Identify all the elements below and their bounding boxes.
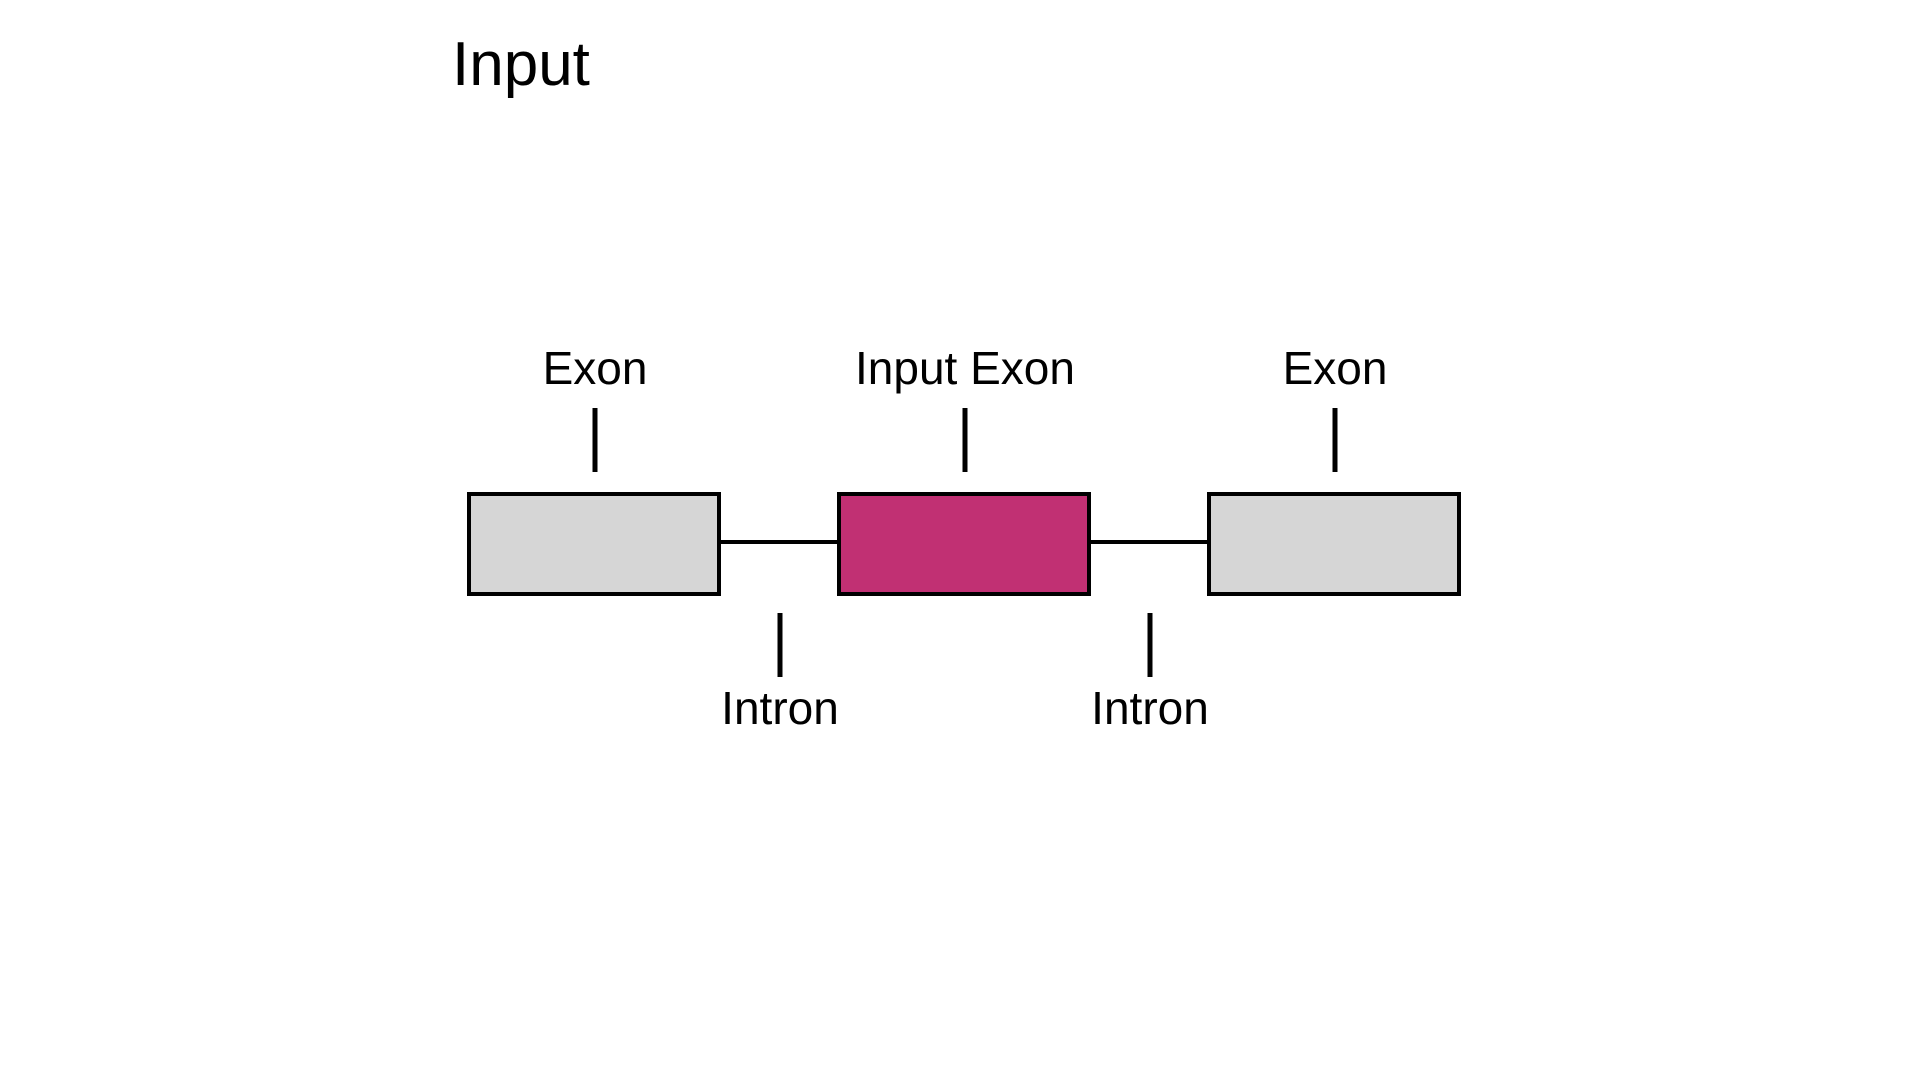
intron-tick-right [1147,613,1153,677]
intron-label-right: Intron [1091,682,1209,734]
intron-label-left: Intron [721,682,839,734]
intron-line-left [720,540,840,544]
input-exon-label: Input Exon [855,342,1075,394]
intron-tick-left [777,613,783,677]
input-exon-box [837,492,1091,596]
exon-label-right: Exon [1282,342,1388,394]
exon-label-left: Exon [542,342,648,394]
intron-line-right [1090,540,1210,544]
exon-box-left [467,492,721,596]
page-title: Input [452,30,590,99]
exon-box-right [1207,492,1461,596]
exon-tick-left [592,408,598,472]
input-exon-tick [962,408,968,472]
exon-tick-right [1332,408,1338,472]
